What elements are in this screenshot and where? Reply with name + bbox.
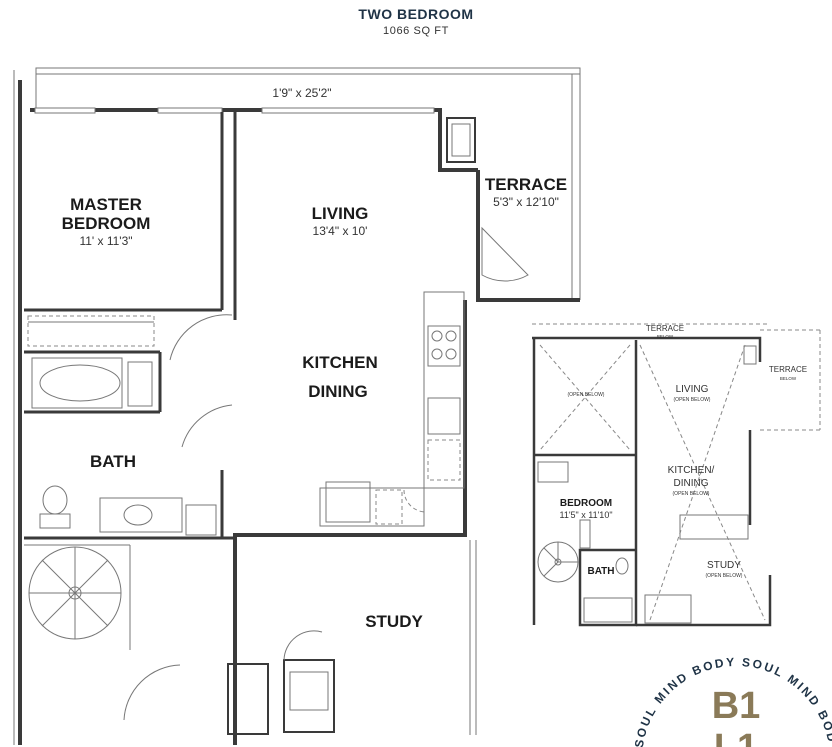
badge-level-code: L1: [714, 727, 758, 747]
living-dimension: 13'4" x 10': [313, 224, 368, 238]
exterior-walls: [18, 80, 580, 745]
badge-unit-code: B1: [712, 685, 761, 727]
vanity: [99, 497, 183, 533]
upper-kitchen-label: KITCHEN/: [668, 465, 715, 476]
kitchen-counter: [423, 291, 465, 489]
spiral-staircase: [24, 544, 131, 650]
terrace-door: [481, 226, 529, 282]
dining-label: DINING: [308, 382, 368, 401]
main-floor-plan: 1'9" x 25'2" MASTER BEDROOM 11' x 11'3" …: [13, 67, 581, 745]
upper-terrace-side-label: TERRACE: [769, 365, 807, 374]
bath-label: BATH: [90, 452, 136, 471]
upper-bedroom-label: BEDROOM: [560, 498, 612, 509]
master-bedroom-label-line1: MASTER: [70, 195, 142, 214]
terrace-dimension: 5'3" x 12'10": [493, 195, 559, 209]
study-label: STUDY: [365, 612, 423, 631]
study-closet: [283, 659, 335, 733]
kitchen-label: KITCHEN: [302, 353, 378, 372]
master-bedroom-label-line2: BEDROOM: [62, 214, 151, 233]
bathtub: [31, 357, 123, 409]
upper-dining-label: DINING: [674, 478, 709, 489]
top-balcony-dimension: 1'9" x 25'2": [272, 86, 331, 100]
plan-title: TWO BEDROOM: [358, 6, 474, 22]
upper-living-label: LIVING: [676, 384, 709, 395]
upper-bedroom-dimension: 11'5" x 11'10": [559, 510, 612, 520]
upper-study-sub: (OPEN BELOW): [706, 573, 743, 579]
plan-square-footage: 1066 SQ FT: [383, 25, 449, 37]
terrace-unit: [446, 117, 476, 163]
upper-bath-label: BATH: [587, 566, 614, 577]
toilet: [42, 485, 68, 515]
unit-badge: SOUL MIND BODY SOUL MIND BODY B1 L1: [632, 655, 832, 747]
upper-study-label: STUDY: [707, 560, 741, 571]
top-balcony-rail: [35, 67, 581, 75]
master-bedroom-dimension: 11' x 11'3": [79, 234, 132, 248]
upper-terrace-side-sub: BELOW: [780, 376, 797, 381]
upper-terrace-top-sub: BELOW: [657, 334, 674, 339]
upper-living-sub: (OPEN BELOW): [674, 397, 711, 403]
upper-floor-plan: TERRACE BELOW TERRACE BELOW (OPEN BELOW)…: [532, 323, 821, 627]
kitchen-island: [325, 481, 371, 523]
upper-open-below-label: (OPEN BELOW): [568, 392, 605, 398]
cooktop: [427, 325, 461, 367]
upper-terrace-top-label: TERRACE: [646, 324, 684, 333]
living-label: LIVING: [312, 204, 369, 223]
terrace-label: TERRACE: [485, 175, 567, 194]
upper-kitchen-sub: (OPEN BELOW): [673, 491, 710, 497]
kitchen-sink: [427, 397, 461, 435]
